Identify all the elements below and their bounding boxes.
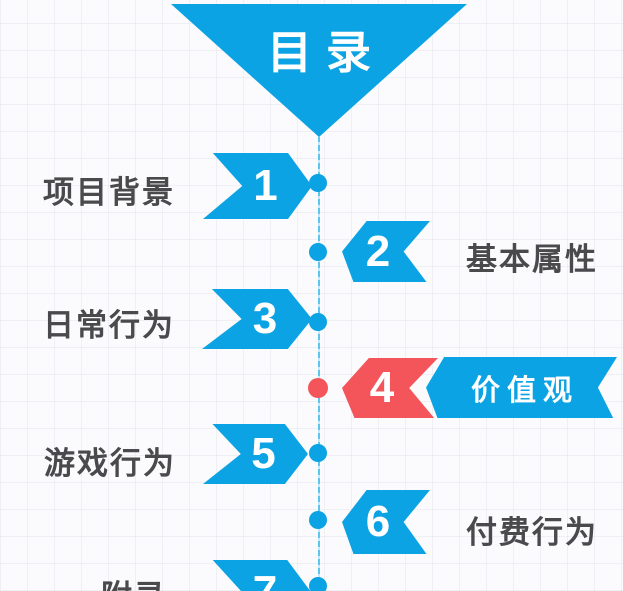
timeline-dot-2 xyxy=(309,243,327,261)
timeline-line xyxy=(318,136,320,591)
toc-title: 目录 xyxy=(266,27,385,78)
toc-item-6-label: 付费行为 xyxy=(466,515,598,550)
toc-item-5-chevron[interactable]: 5 xyxy=(203,424,308,484)
timeline-dot-6 xyxy=(309,511,327,529)
toc-item-3-number: 3 xyxy=(252,294,278,343)
toc-item-1-label: 项目背景 xyxy=(43,175,175,210)
toc-item-4-banner[interactable]: 价值观 xyxy=(426,357,617,418)
toc-item-3-chevron[interactable]: 3 xyxy=(202,289,312,349)
timeline-dot-3 xyxy=(309,313,327,331)
toc-item-3-label: 日常行为 xyxy=(43,308,175,343)
toc-item-2-label: 基本属性 xyxy=(466,242,598,277)
toc-item-6-chevron[interactable]: 6 xyxy=(342,490,430,554)
toc-item-2-number: 2 xyxy=(365,226,391,276)
toc-item-4-label: 价值观 xyxy=(470,374,579,407)
toc-item-4-chevron[interactable]: 4 xyxy=(342,358,438,418)
timeline-dot-7 xyxy=(309,577,327,591)
toc-item-1-chevron[interactable]: 1 xyxy=(203,153,312,219)
toc-header-triangle: 目录 xyxy=(171,4,467,137)
toc-item-5-number: 5 xyxy=(251,429,276,478)
toc-item-5-label: 游戏行为 xyxy=(44,446,176,481)
toc-item-4-number: 4 xyxy=(369,363,395,412)
timeline-dot-4 xyxy=(308,378,328,398)
toc-item-6-number: 6 xyxy=(365,497,391,546)
toc-item-1-number: 1 xyxy=(253,161,278,210)
toc-item-7-chevron[interactable]: 7 xyxy=(203,560,311,591)
toc-item-2-chevron[interactable]: 2 xyxy=(342,221,430,282)
timeline-dot-1 xyxy=(309,174,327,192)
timeline-dot-5 xyxy=(309,444,327,462)
toc-item-7-number: 7 xyxy=(253,567,277,591)
toc-item-7-label: 附录 xyxy=(101,571,167,591)
